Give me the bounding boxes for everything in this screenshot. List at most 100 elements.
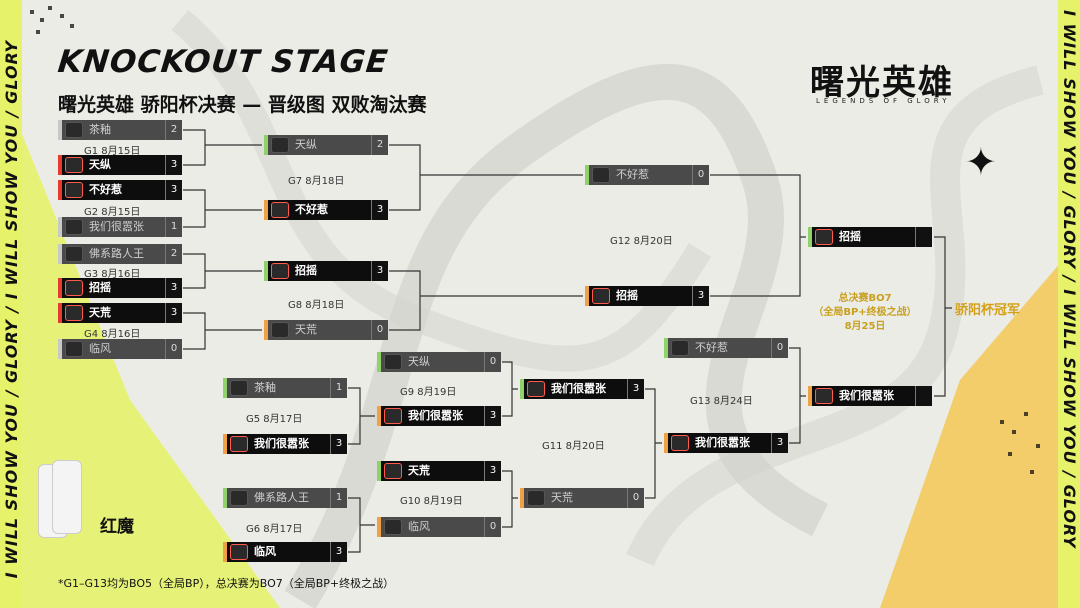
match-label: G3 8月16日 bbox=[84, 269, 141, 280]
final-team-slot: 我们很嚣张 bbox=[808, 386, 932, 406]
left-side-band: I WILL SHOW YOU / GLORY / I WILL SHOW YO… bbox=[0, 0, 22, 608]
team-score: 3 bbox=[330, 434, 347, 454]
match-label: G11 8月20日 bbox=[542, 441, 605, 452]
team-name: 天纵 bbox=[295, 138, 317, 151]
match-label: G4 8月16日 bbox=[84, 329, 141, 340]
team-slot: 天纵 2 bbox=[264, 135, 388, 155]
team-name: 招摇 bbox=[89, 281, 111, 294]
match-label: G12 8月20日 bbox=[610, 236, 673, 247]
team-score: 3 bbox=[771, 433, 788, 453]
team-logo-icon bbox=[815, 388, 833, 404]
page-subtitle: 曙光英雄 骄阳杯决赛 — 晋级图 双败淘汰赛 bbox=[58, 94, 427, 116]
logo-sub-text: LEGENDS OF GLORY bbox=[816, 97, 951, 105]
team-logo-icon bbox=[384, 519, 402, 535]
team-logo-icon bbox=[65, 305, 83, 321]
team-score: 2 bbox=[165, 120, 182, 140]
final-team-slot: 招摇 bbox=[808, 227, 932, 247]
match-label: G7 8月18日 bbox=[288, 176, 345, 187]
team-name: 不好惹 bbox=[616, 168, 649, 181]
team-name: 我们很嚣张 bbox=[89, 220, 144, 233]
sponsor-brand: 红魔 bbox=[100, 517, 134, 537]
team-logo-icon bbox=[65, 341, 83, 357]
team-logo-icon bbox=[384, 463, 402, 479]
team-name: 佛系路人王 bbox=[89, 247, 144, 260]
footnote: *G1–G13均为BO5（全局BP），总决赛为BO7（全局BP+终极之战） bbox=[58, 577, 395, 590]
team-name: 天荒 bbox=[408, 464, 430, 477]
match-label: G10 8月19日 bbox=[400, 496, 463, 507]
team-score: 1 bbox=[330, 378, 347, 398]
team-name: 不好惹 bbox=[295, 203, 328, 216]
team-name: 佛系路人王 bbox=[254, 491, 309, 504]
team-name: 天纵 bbox=[408, 355, 430, 368]
team-logo-icon bbox=[527, 381, 545, 397]
match-label: G9 8月19日 bbox=[400, 387, 457, 398]
team-slot: 不好惹 0 bbox=[585, 165, 709, 185]
team-score: 3 bbox=[165, 180, 182, 200]
team-name: 招摇 bbox=[295, 264, 317, 277]
team-slot: 我们很嚣张 3 bbox=[520, 379, 644, 399]
team-name: 天荒 bbox=[551, 491, 573, 504]
left-band-text: I WILL SHOW YOU / GLORY / I WILL SHOW YO… bbox=[2, 40, 21, 579]
team-logo-icon bbox=[592, 288, 610, 304]
final-info: 总决赛BO7 （全局BP+终极之战） 8月25日 bbox=[810, 292, 920, 334]
team-logo-icon bbox=[230, 544, 248, 560]
team-name: 招摇 bbox=[839, 230, 861, 243]
team-logo-icon bbox=[271, 322, 289, 338]
team-score: 0 bbox=[692, 165, 709, 185]
team-score: 2 bbox=[371, 135, 388, 155]
team-score: 3 bbox=[165, 278, 182, 298]
team-slot: 天纵 0 bbox=[377, 352, 501, 372]
final-rules: （全局BP+终极之战） bbox=[813, 307, 917, 318]
team-score: 3 bbox=[371, 200, 388, 220]
team-name: 临风 bbox=[254, 545, 276, 558]
team-name: 茶釉 bbox=[89, 123, 111, 136]
match-label: G8 8月18日 bbox=[288, 300, 345, 311]
team-score: 0 bbox=[771, 338, 788, 358]
team-score: 0 bbox=[484, 517, 501, 537]
team-score: 3 bbox=[627, 379, 644, 399]
team-logo-icon bbox=[230, 490, 248, 506]
team-slot: 不好惹 3 bbox=[264, 200, 388, 220]
team-score: 3 bbox=[330, 542, 347, 562]
team-logo-icon bbox=[271, 263, 289, 279]
team-name: 不好惹 bbox=[89, 183, 122, 196]
team-logo-icon bbox=[65, 246, 83, 262]
team-logo-icon bbox=[65, 157, 83, 173]
team-logo-icon bbox=[527, 490, 545, 506]
team-logo-icon bbox=[65, 280, 83, 296]
team-score: 3 bbox=[484, 461, 501, 481]
right-side-band: I WILL SHOW YOU / GLORY / I WILL SHOW YO… bbox=[1058, 0, 1080, 608]
team-slot: 临风 3 bbox=[223, 542, 347, 562]
team-logo-icon bbox=[671, 435, 689, 451]
team-name: 我们很嚣张 bbox=[551, 382, 606, 395]
final-date: 8月25日 bbox=[844, 321, 886, 332]
match-label: G2 8月15日 bbox=[84, 207, 141, 218]
team-name: 临风 bbox=[89, 342, 111, 355]
team-logo-icon bbox=[271, 137, 289, 153]
match-label: G13 8月24日 bbox=[690, 396, 753, 407]
team-name: 茶釉 bbox=[254, 381, 276, 394]
right-band-text: I WILL SHOW YOU / GLORY / I WILL SHOW YO… bbox=[1060, 10, 1079, 549]
match-label: G6 8月17日 bbox=[246, 524, 303, 535]
team-logo-icon bbox=[815, 229, 833, 245]
champion-label: 骄阳杯冠军 bbox=[955, 303, 1021, 318]
team-logo-icon bbox=[384, 354, 402, 370]
sparkle-icon: ✦ bbox=[965, 140, 997, 184]
team-score bbox=[915, 386, 932, 406]
team-logo-icon bbox=[65, 122, 83, 138]
team-score: 3 bbox=[165, 155, 182, 175]
team-score: 0 bbox=[484, 352, 501, 372]
